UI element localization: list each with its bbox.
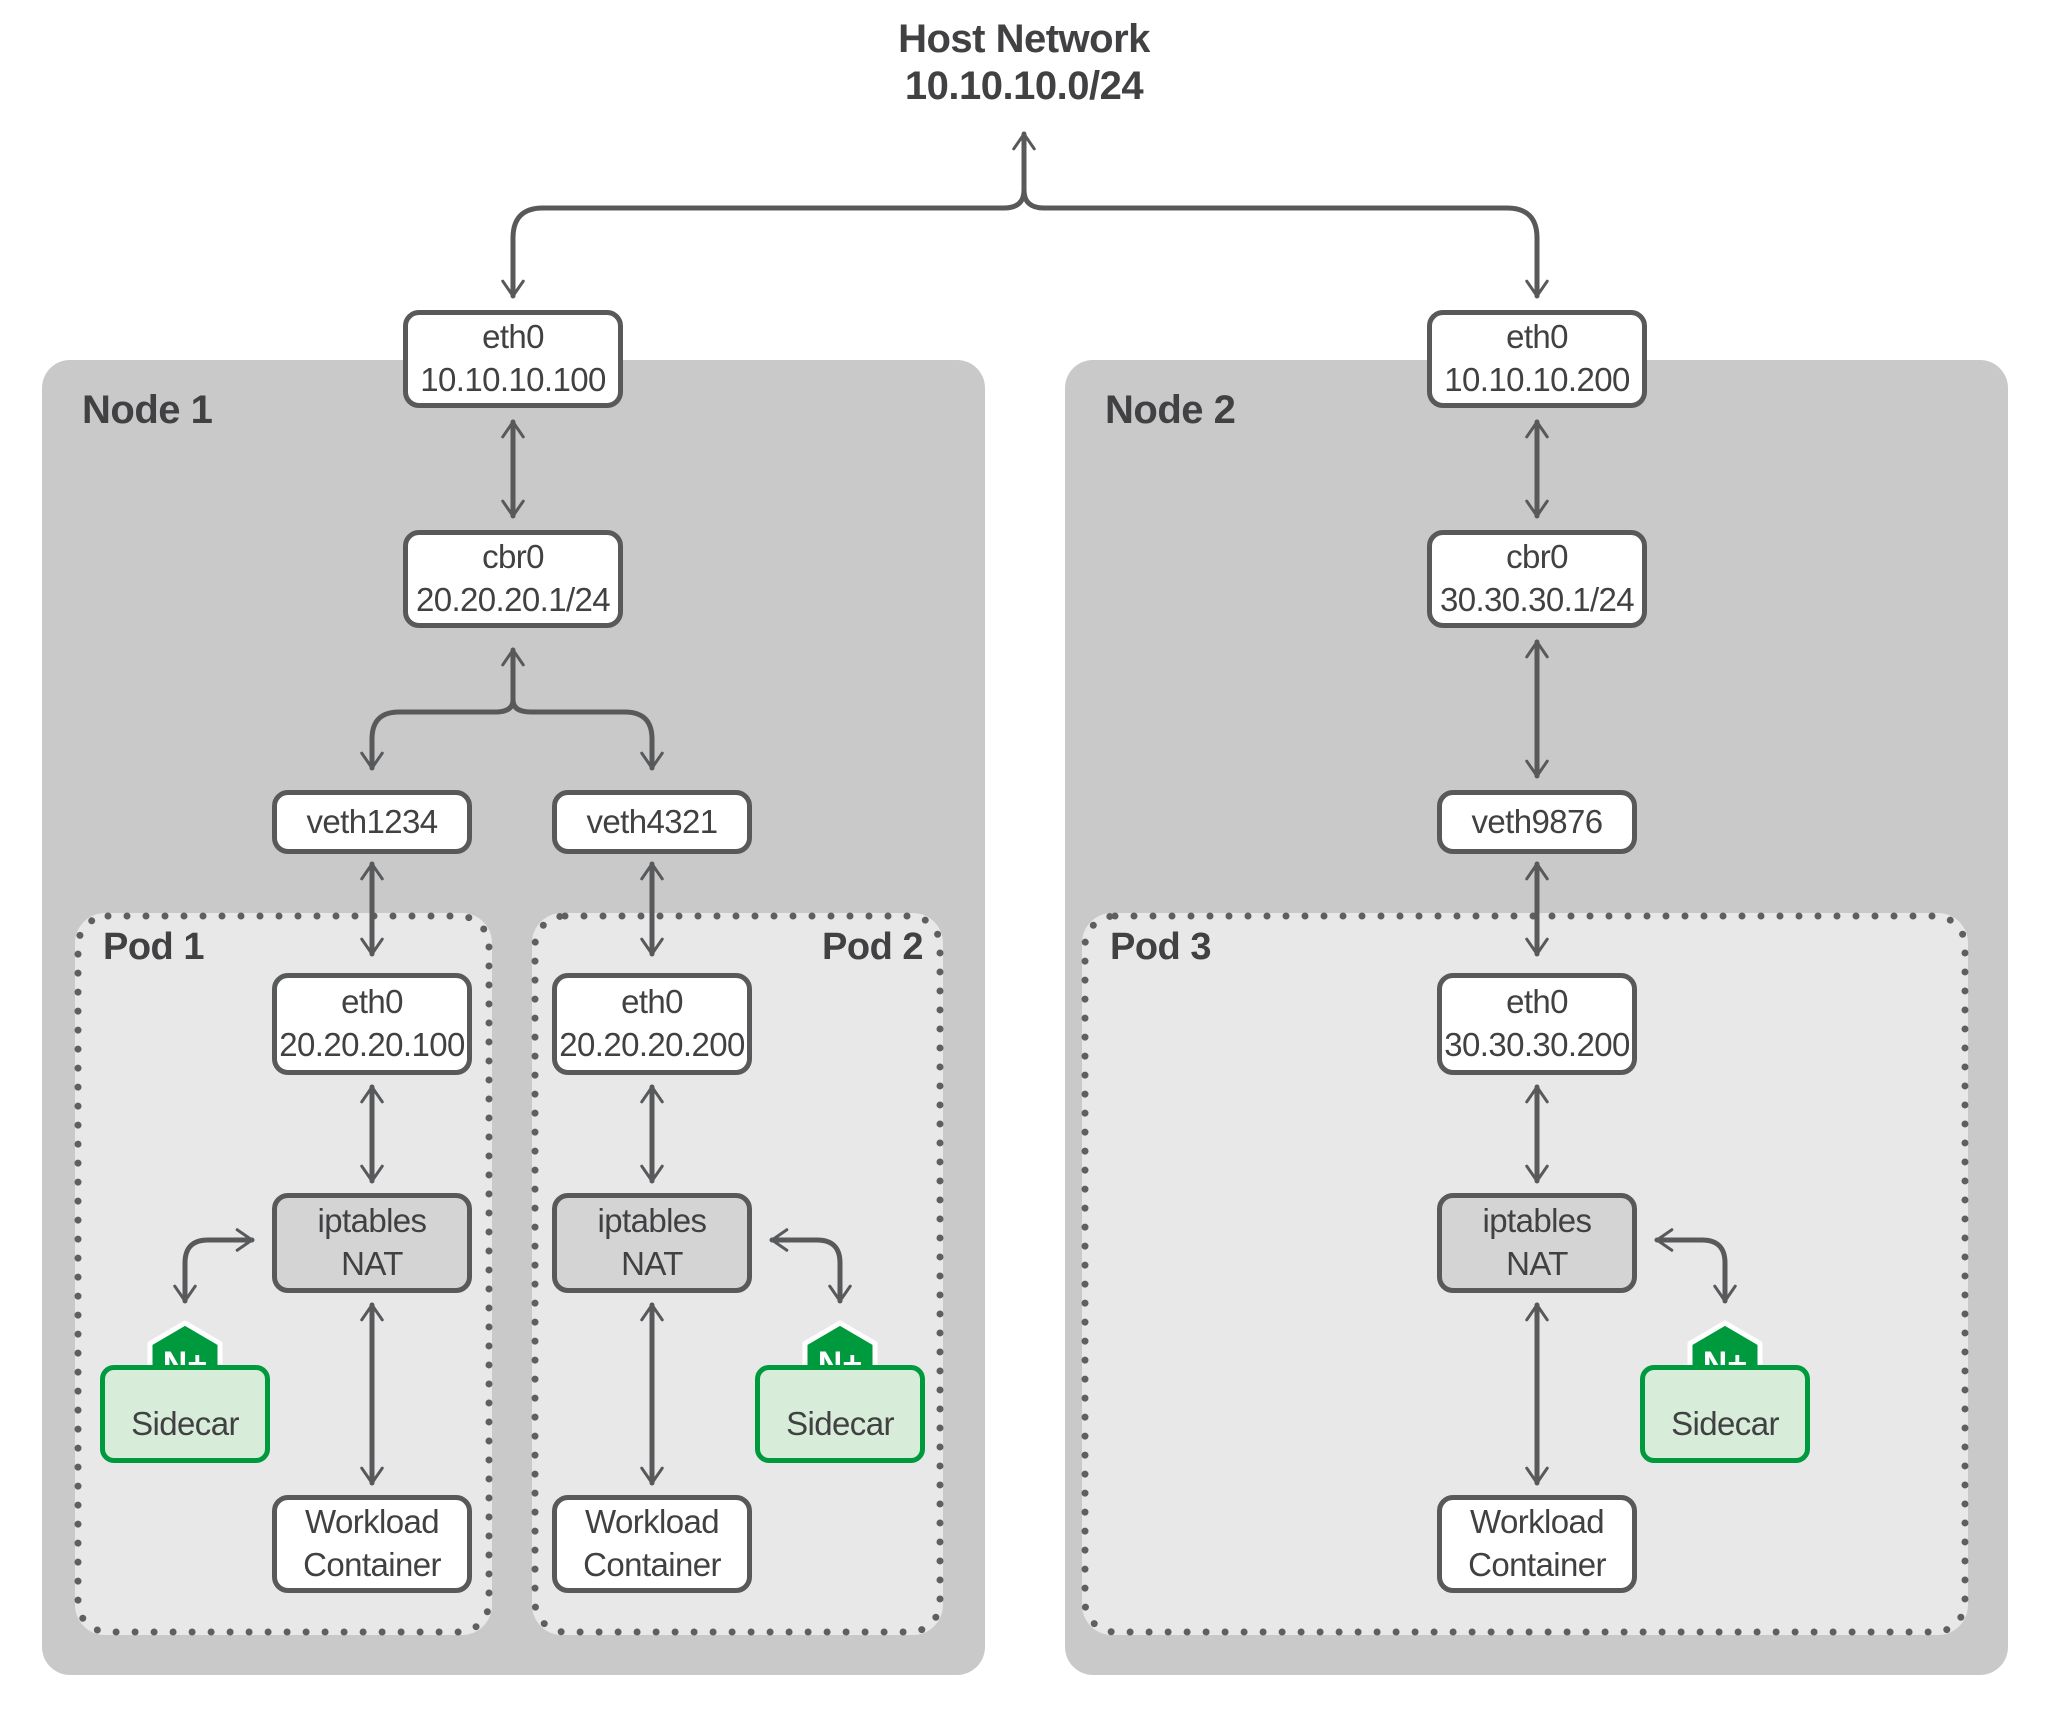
node1-veth4321-name: veth4321 xyxy=(586,802,719,840)
pod3-eth0-box: eth0 30.30.30.200 xyxy=(1437,973,1637,1075)
pod2-sidecar-box: Sidecar xyxy=(755,1365,925,1463)
pod2-eth0-name: eth0 xyxy=(621,983,683,1021)
node1-veth1234-name: veth1234 xyxy=(306,802,439,840)
pod1-iptables-label: iptables xyxy=(317,1202,428,1240)
pod2-label: Pod 2 xyxy=(822,926,923,968)
node1-cbr0-cidr: 20.20.20.1/24 xyxy=(415,581,611,618)
node2-eth0-ip: 10.10.10.200 xyxy=(1444,361,1630,398)
node2-eth0-name: eth0 xyxy=(1506,318,1568,356)
arrow-host-to-node1-eth0 xyxy=(501,187,1027,299)
pod2-workload-line2: Container xyxy=(583,1546,721,1583)
pod1-workload-box: Workload Container xyxy=(272,1495,472,1593)
pod3-workload-box: Workload Container xyxy=(1437,1495,1637,1593)
host-network-name: Host Network xyxy=(898,17,1150,61)
node2-cbr0-name: cbr0 xyxy=(1506,538,1568,576)
pod3-iptables-label: iptables xyxy=(1482,1202,1593,1240)
pod2-sidecar-label: Sidecar xyxy=(786,1405,894,1443)
host-network-cidr: 10.10.10.0/24 xyxy=(904,64,1144,109)
pod1-label: Pod 1 xyxy=(103,926,204,968)
pod3-workload-line1: Workload xyxy=(1470,1503,1605,1541)
node1-veth1234-box: veth1234 xyxy=(272,790,472,854)
node1-eth0-name: eth0 xyxy=(482,318,544,356)
node1-eth0-ip: 10.10.10.100 xyxy=(420,361,606,398)
node2-cbr0-cidr: 30.30.30.1/24 xyxy=(1439,581,1635,618)
pod2-workload-box: Workload Container xyxy=(552,1495,752,1593)
pod1-nat-label: NAT xyxy=(341,1245,403,1282)
pod1-sidecar-box: Sidecar xyxy=(100,1365,270,1463)
pod2-eth0-box: eth0 20.20.20.200 xyxy=(552,973,752,1075)
pod2-eth0-ip: 20.20.20.200 xyxy=(559,1026,745,1063)
pod3-sidecar-label: Sidecar xyxy=(1671,1405,1779,1443)
pod1-iptables-nat-box: iptables NAT xyxy=(272,1193,472,1293)
pod2-iptables-nat-box: iptables NAT xyxy=(552,1193,752,1293)
node1-cbr0-box: cbr0 20.20.20.1/24 xyxy=(403,530,623,628)
pod3-eth0-ip: 30.30.30.200 xyxy=(1444,1026,1630,1063)
pod3-eth0-name: eth0 xyxy=(1506,983,1568,1021)
pod1-workload-line2: Container xyxy=(303,1546,441,1583)
node2-veth9876-name: veth9876 xyxy=(1471,802,1604,840)
node2-veth9876-box: veth9876 xyxy=(1437,790,1637,854)
node1-cbr0-name: cbr0 xyxy=(482,538,544,576)
pod2-workload-line1: Workload xyxy=(585,1503,720,1541)
pod3-workload-line2: Container xyxy=(1468,1546,1606,1583)
node2-cbr0-box: cbr0 30.30.30.1/24 xyxy=(1427,530,1647,628)
pod3-sidecar-box: Sidecar xyxy=(1640,1365,1810,1463)
pod1-eth0-ip: 20.20.20.100 xyxy=(279,1026,465,1063)
pod1-eth0-box: eth0 20.20.20.100 xyxy=(272,973,472,1075)
pod1-eth0-name: eth0 xyxy=(341,983,403,1021)
pod2-iptables-label: iptables xyxy=(597,1202,708,1240)
node1-eth0-box: eth0 10.10.10.100 xyxy=(403,310,623,408)
pod3-iptables-nat-box: iptables NAT xyxy=(1437,1193,1637,1293)
node2-label: Node 2 xyxy=(1105,388,1236,432)
pod1-sidecar-label: Sidecar xyxy=(131,1405,239,1443)
arrow-host-to-node2-eth0 xyxy=(1021,187,1549,299)
pod3-nat-label: NAT xyxy=(1506,1245,1568,1282)
node1-label: Node 1 xyxy=(82,388,213,432)
pod3-label: Pod 3 xyxy=(1110,926,1211,968)
node1-veth4321-box: veth4321 xyxy=(552,790,752,854)
node2-eth0-box: eth0 10.10.10.200 xyxy=(1427,310,1647,408)
pod1-workload-line1: Workload xyxy=(305,1503,440,1541)
pod2-nat-label: NAT xyxy=(621,1245,683,1282)
host-network-title: Host Network 10.10.10.0/24 xyxy=(0,16,2048,110)
